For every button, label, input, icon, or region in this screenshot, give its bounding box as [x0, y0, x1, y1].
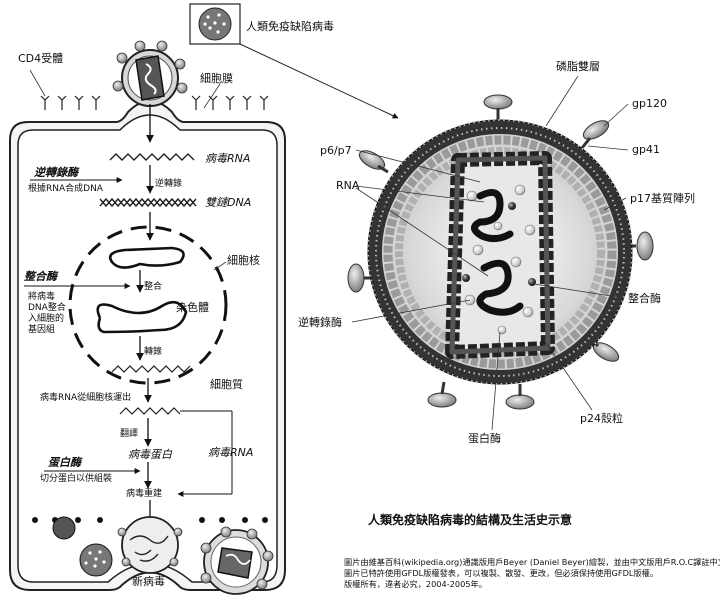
nucleus-label: 細胞核: [227, 253, 260, 267]
credit-line-2: 圖片已特許使用GFDL版權發表，可以複製、散發、更改，但必須保持使用GFDL版權…: [344, 568, 658, 578]
protease-description: 切分蛋白以供組裝: [40, 472, 112, 484]
svg-text:入細胞的: 入細胞的: [28, 312, 64, 324]
integrase-label: 整合酶: [24, 270, 59, 283]
reverse-transcriptase-label-virion: 逆轉錄酶: [298, 315, 342, 329]
budding-virion: [117, 516, 183, 574]
integrase-label-virion: 整合酶: [628, 291, 661, 305]
gp41-label: gp41: [632, 143, 660, 156]
p24-capsid: [445, 151, 555, 359]
chromosome-label: 染色體: [176, 300, 209, 314]
reverse-transcription-label: 逆轉錄: [155, 177, 182, 189]
transcription-label: 轉錄: [144, 345, 162, 357]
translation-label: 翻譯: [120, 427, 138, 439]
svg-text:將病毒: 將病毒: [28, 290, 55, 302]
reverse-transcriptase-label: 逆轉錄酶: [34, 166, 80, 179]
cd4-receptors: [40, 95, 269, 110]
svg-text:基因組: 基因組: [28, 323, 55, 335]
rna-label: RNA: [336, 179, 360, 192]
entering-virion: [112, 40, 188, 107]
p6p7-label: p6/p7: [320, 144, 352, 157]
cell-membrane-label: 細胞膜: [200, 72, 233, 85]
hiv-icon-box: 人類免疫缺陷病毒: [189, 3, 334, 45]
membrane-proteins: [32, 517, 268, 523]
viral-rna-label-2: 病毒RNA: [208, 446, 253, 459]
new-virus-label: 新病毒: [132, 574, 165, 588]
rt-description: 根據RNA合成DNA: [28, 182, 104, 194]
cytoplasm-label: 細胞質: [210, 377, 243, 391]
gp120-label: gp120: [632, 97, 667, 110]
new-mature-virion: [200, 526, 274, 595]
credit-line-3: 版權所有，違者必究，2004-2005年。: [344, 579, 487, 589]
nucleus: [68, 225, 228, 385]
p17-matrix-label: p17基質陣列: [630, 191, 695, 205]
viral-dna-loop: [108, 246, 185, 269]
exported-rna-strand: [119, 407, 181, 415]
hiv-label: 人類免疫缺陷病毒: [246, 19, 334, 33]
cd4-receptor-label: CD4受體: [18, 52, 63, 65]
viral-rna-label: 病毒RNA: [205, 152, 250, 165]
double-stranded-dna-label: 雙鏈DNA: [205, 196, 251, 209]
viral-protein-label: 病毒蛋白: [128, 448, 173, 461]
svg-text:DNA整合: DNA整合: [28, 301, 66, 313]
rna-strand-2: [476, 259, 524, 316]
capsid-contents: [464, 184, 536, 335]
host-cell: CD4受體 細胞膜 病毒RNA 逆轉錄酶 根據RNA合成DNA 逆轉錄: [9, 40, 286, 595]
p24-capsid-label: p24殼粒: [580, 411, 623, 425]
double-stranded-dna: [99, 197, 197, 208]
hiv-virion-structure: 磷脂雙層 gp120 gp41 p17基質陣列 p6/p7 RNA 整合酶 逆轉…: [298, 59, 695, 445]
integrase-description: 將病毒 DNA整合 入細胞的 基因組: [28, 290, 66, 335]
credit-line-1: 圖片由維基百科(wikipedia.org)通識版用戶Beyer (Daniel…: [344, 557, 720, 567]
phospholipid-bilayer-label: 磷脂雙層: [556, 59, 600, 73]
protease-label: 蛋白酶: [48, 456, 83, 469]
free-virion-small: [52, 516, 76, 540]
viral-rna-strand: [109, 153, 195, 161]
rna-exported-label: 病毒RNA從細胞核運出: [40, 391, 131, 403]
reassembly-label: 病毒重建: [126, 487, 162, 499]
mrna-strand: [111, 365, 191, 373]
credits: 圖片由維基百科(wikipedia.org)通識版用戶Beyer (Daniel…: [344, 557, 720, 589]
caption-title: 人類免疫缺陷病毒的結構及生活史示意: [368, 512, 572, 527]
integration-label: 整合: [144, 280, 162, 292]
free-virion-dotted: [79, 543, 113, 577]
protease-label-virion: 蛋白酶: [468, 431, 501, 445]
rna-strand-1: [471, 188, 514, 243]
chromosome: [96, 300, 188, 334]
